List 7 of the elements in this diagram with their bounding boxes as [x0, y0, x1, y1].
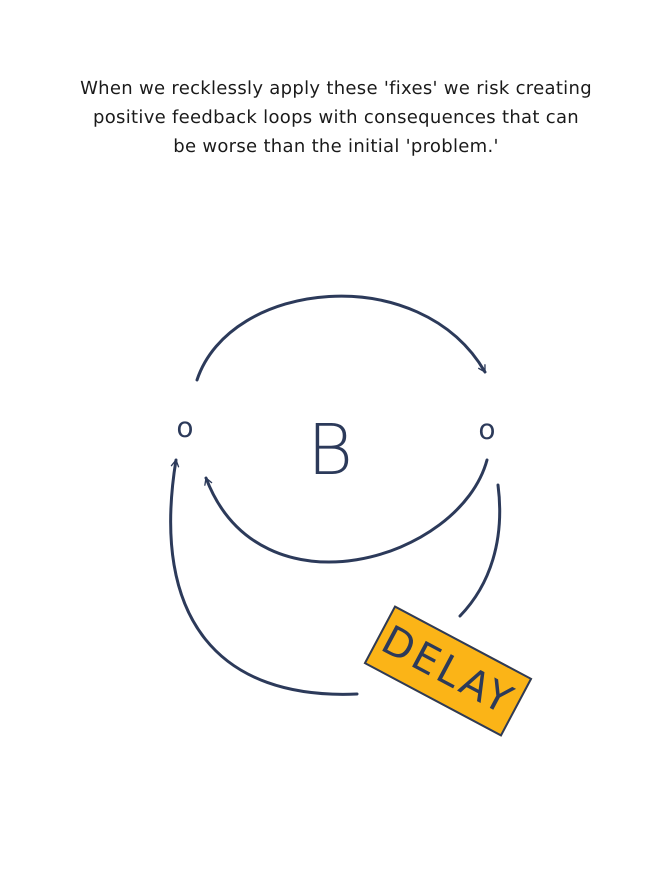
arrow	[169, 458, 358, 696]
arrow	[196, 295, 486, 382]
arrow	[204, 458, 488, 564]
caption-text: When we recklessly apply these 'fixes' we risk creating positive feedback loops with consequences that can be worse than the initial 'problem.'	[80, 77, 592, 159]
node-label: o	[170, 412, 200, 444]
loop-label: B	[295, 410, 365, 490]
node-label: o	[472, 414, 502, 446]
